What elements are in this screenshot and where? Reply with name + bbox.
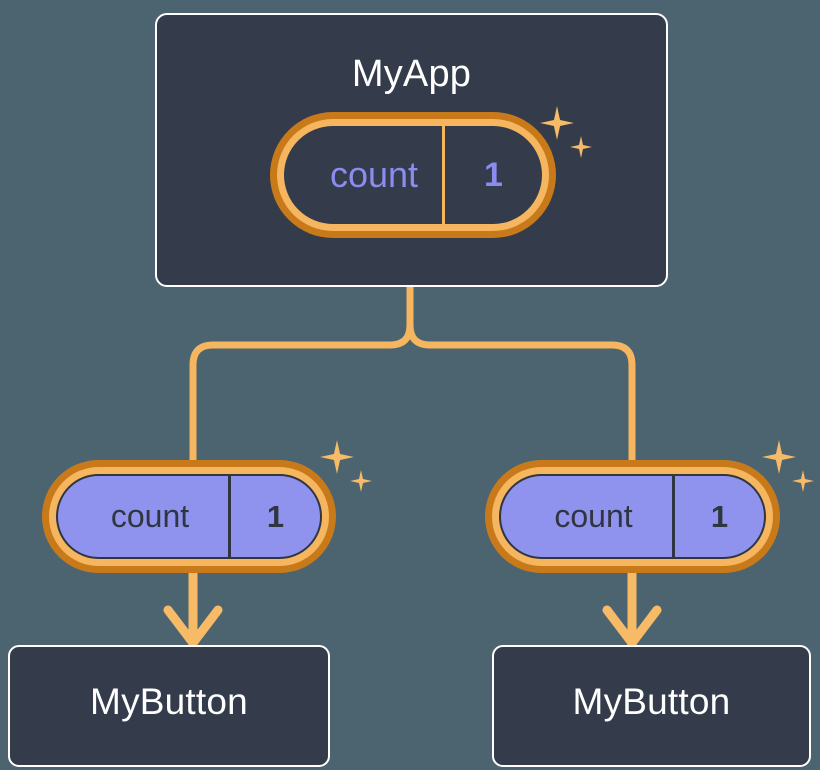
sparkle-four-point-large-icon [320, 440, 354, 474]
state-key-label: count [110, 498, 190, 534]
component-card-mybutton-left[interactable]: MyButton [8, 645, 330, 767]
state-pill-body: count 1 [56, 474, 322, 559]
state-pill-body: count 1 [499, 474, 766, 559]
state-pill-child-right[interactable]: count 1 [485, 460, 780, 573]
connector-root-to-left [189, 283, 414, 466]
sparkle-four-point-small-icon [350, 470, 372, 492]
state-pill-inner-ring: count 1 [492, 467, 773, 566]
connector-root-to-right [406, 283, 636, 466]
state-value-label: 1 [228, 476, 320, 557]
state-value-label: 1 [442, 126, 542, 224]
sparkle-four-point-small-icon [792, 470, 814, 492]
state-pill-inner-ring: count 1 [49, 467, 329, 566]
state-key-label: count [329, 154, 419, 195]
arrow-down-icon-right [602, 567, 662, 650]
arrow-down-icon-left [163, 567, 223, 650]
state-pill-inner-ring: count 1 [277, 119, 549, 231]
component-title-mybutton-right: MyButton [572, 681, 731, 722]
component-card-mybutton-right[interactable]: MyButton [492, 645, 811, 767]
state-pill-body: count 1 [284, 126, 542, 224]
state-value-label: 1 [672, 476, 764, 557]
component-title-mybutton-left: MyButton [90, 681, 248, 722]
component-title-myapp: MyApp [351, 53, 472, 95]
state-key-label: count [554, 498, 633, 534]
state-pill-child-left[interactable]: count 1 [42, 460, 336, 573]
state-pill-myapp[interactable]: count 1 [270, 112, 556, 238]
sparkle-four-point-large-icon [762, 440, 796, 474]
